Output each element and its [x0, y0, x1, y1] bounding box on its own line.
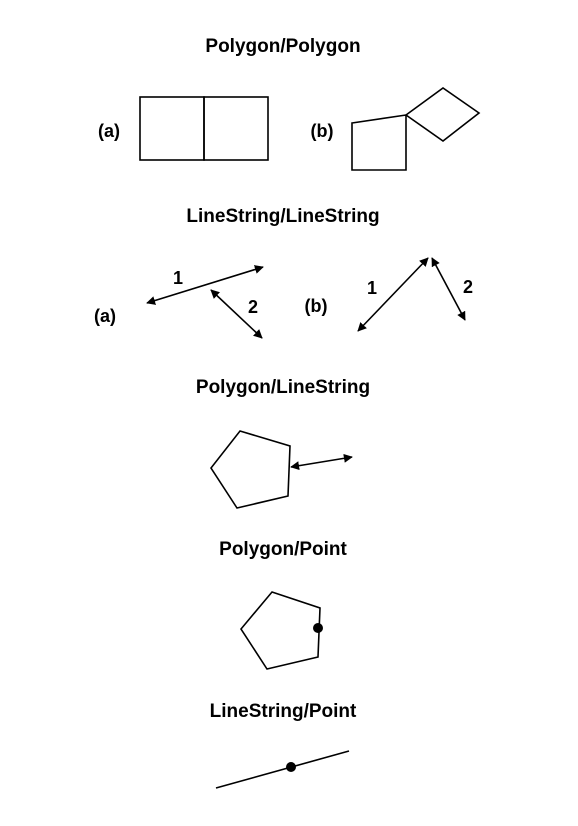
linestring-1-a — [146, 265, 264, 305]
section-title-polygon-polygon: Polygon/Polygon — [205, 36, 360, 57]
case-label-a: (a) — [98, 121, 120, 141]
section-title-linestring-linestring: LineString/LineString — [186, 206, 379, 227]
section-polygon-linestring: Polygon/LineString — [196, 377, 370, 509]
section-polygon-polygon: Polygon/Polygon (a) (b) — [98, 36, 481, 171]
square-left — [139, 96, 205, 161]
quad-polygon — [351, 114, 407, 171]
pentagon-polygon — [210, 430, 291, 509]
section-title-polygon-linestring: Polygon/LineString — [196, 377, 370, 398]
section-linestring-linestring: LineString/LineString (a) 1 2 (b) 1 2 — [94, 206, 473, 339]
case-label-a: (a) — [94, 306, 116, 326]
line-number-2: 2 — [463, 277, 473, 297]
point-on-line — [286, 762, 296, 772]
diamond-polygon — [404, 87, 481, 142]
boundary-point — [313, 623, 323, 633]
section-linestring-point: LineString/Point — [210, 701, 357, 789]
linestring — [215, 750, 350, 789]
case-label-b: (b) — [311, 121, 334, 141]
linestring-2-b — [431, 257, 466, 321]
pentagon-polygon — [240, 591, 321, 670]
line-number-2: 2 — [248, 297, 258, 317]
case-label-b: (b) — [305, 296, 328, 316]
linestring-2-a — [210, 289, 263, 339]
touching-linestring — [290, 453, 353, 471]
line-number-1: 1 — [173, 268, 183, 288]
line-number-1: 1 — [367, 278, 377, 298]
section-title-polygon-point: Polygon/Point — [219, 539, 347, 560]
section-title-linestring-point: LineString/Point — [210, 701, 357, 722]
section-polygon-point: Polygon/Point — [219, 539, 348, 670]
linestring-1-b — [357, 257, 429, 332]
square-right — [203, 96, 269, 161]
